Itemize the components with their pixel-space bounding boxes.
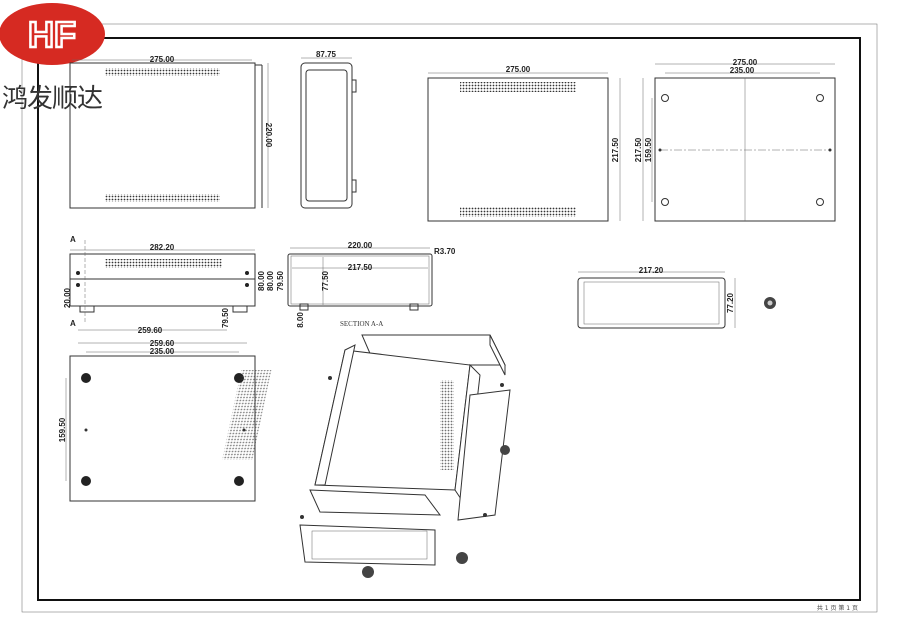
dim-section-h2: 80.00 [266,270,275,291]
dim-overall-width: 282.20 [150,243,175,252]
dim-base-width: 259.60 [138,326,163,335]
dim-section-inner-h: 77.50 [321,270,330,291]
dim-rear-height: 217.50 [611,137,620,162]
dim-offset: 20.00 [63,287,72,308]
dim-section-h3: 79.50 [276,270,285,291]
dim-bottom-width: 259.60 [150,339,175,348]
dim-panel-width: 217.20 [639,266,664,275]
dim-top-hole-y: 159.50 [644,137,653,162]
front-view: 275.00 220.00 [69,55,273,209]
outer-frame [21,23,878,613]
company-name: 鸿发顺达 [2,84,103,114]
top-view: 275.00 235.00 217.50 159.50 [634,58,836,222]
logo: HF [0,3,105,65]
dim-rear-width: 275.00 [506,65,531,74]
front-elevation-view: A A 282.20 259.60 20.00 79.50 80.00 [63,235,266,335]
dim-height: 79.50 [221,307,230,328]
page-footer: 共 1 页 第 1 页 [817,604,858,612]
dim-foot: 8.00 [296,312,305,328]
side-view: 87.75 [300,50,357,209]
dim-bottom-hole-y: 159.50 [58,417,67,442]
dim-top-width: 275.00 [733,58,758,67]
section-title: SECTION A-A [340,320,383,328]
dim-front-width: 275.00 [150,55,175,64]
dim-front-height: 220.00 [264,123,273,148]
section-mark-bottom: A [70,319,76,328]
panel-view: 217.20 77.20 [577,266,776,329]
dim-top-hole-x: 235.00 [730,66,755,75]
svg-text:HF: HF [28,14,76,55]
dim-section-inner: 217.50 [348,263,373,272]
rear-view: 275.00 217.50 [427,65,621,222]
exploded-view [222,334,511,578]
dim-section-outer: 220.00 [348,241,373,250]
section-mark-top: A [70,235,76,244]
bottom-view: 259.60 235.00 159.50 [58,339,256,502]
dim-top-height: 217.50 [634,137,643,162]
dim-side-depth: 87.75 [316,50,337,59]
dim-bottom-hole-x: 235.00 [150,347,175,356]
dim-radius: R3.70 [434,247,456,256]
dim-h-left: 80.00 [257,270,266,291]
section-view: 220.00 217.50 R3.70 80.00 79.50 77.50 8.… [266,241,456,328]
drawing-frame [37,37,861,601]
dim-panel-height: 77.20 [726,292,735,313]
